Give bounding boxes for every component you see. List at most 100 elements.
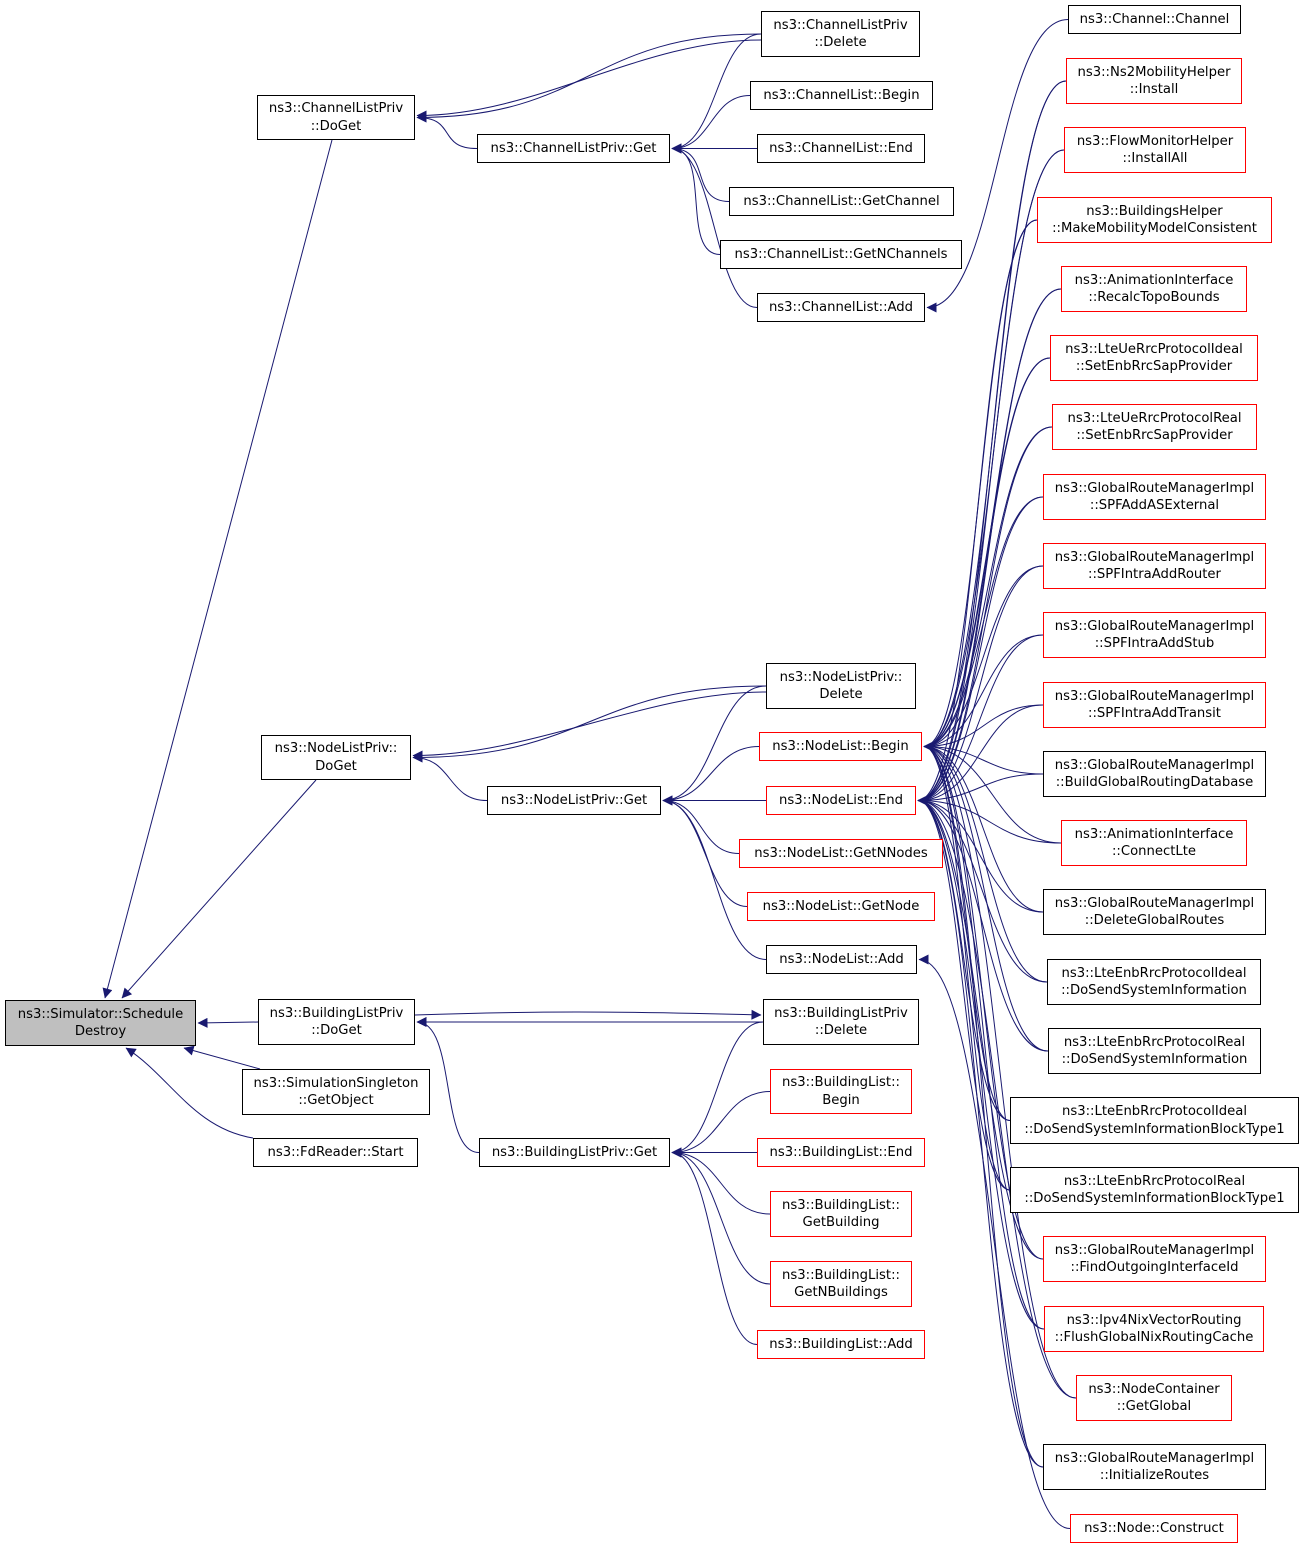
node-buildinglistpriv-get[interactable]: ns3::BuildingListPriv::Get bbox=[479, 1138, 670, 1167]
node-channellist-begin[interactable]: ns3::ChannelList::Begin bbox=[750, 81, 933, 110]
node-globalroutemanagerimpl-spfintraaddrouter[interactable]: ns3::GlobalRouteManagerImpl ::SPFIntraAd… bbox=[1043, 543, 1266, 589]
node-globalroutemanagerimpl-initializeroutes[interactable]: ns3::GlobalRouteManagerImpl ::Initialize… bbox=[1043, 1444, 1266, 1490]
call-edge bbox=[917, 795, 1011, 1191]
node-nodelist-getnode[interactable]: ns3::NodeList::GetNode bbox=[747, 892, 935, 921]
node-label-line: ns3::BuildingList::Add bbox=[769, 1336, 913, 1352]
node-simulationsingleton-getobject[interactable]: ns3::SimulationSingleton ::GetObject bbox=[242, 1069, 430, 1115]
node-label-line: ns3::ChannelListPriv bbox=[268, 101, 404, 116]
node-globalroutemanagerimpl-deleteglobalroutes[interactable]: ns3::GlobalRouteManagerImpl ::DeleteGlob… bbox=[1043, 889, 1266, 935]
node-label-line: ::SPFIntraAddTransit bbox=[1088, 706, 1221, 721]
call-edge bbox=[923, 741, 1045, 1330]
node-label-line: ::GetGlobal bbox=[1116, 1399, 1192, 1414]
call-edge bbox=[917, 565, 1044, 806]
node-label-line: ::FindOutgoingInterfaceId bbox=[1070, 1260, 1239, 1275]
node-nodelist-getnnodes[interactable]: ns3::NodeList::GetNNodes bbox=[739, 839, 943, 868]
call-edge bbox=[416, 112, 478, 149]
node-label-line: ::DoSendSystemInformationBlockType1 bbox=[1024, 1121, 1285, 1137]
node-ns2mobilityhelper-install[interactable]: ns3::Ns2MobilityHelper ::Install bbox=[1066, 58, 1242, 104]
node-label-line: ns3::LteUeRrcProtocolIdeal bbox=[1065, 341, 1243, 357]
call-edge bbox=[662, 746, 760, 806]
node-buildinglistpriv-delete[interactable]: ns3::BuildingListPriv ::Delete bbox=[763, 999, 919, 1045]
node-label-line: ns3::GlobalRouteManagerImpl bbox=[1054, 757, 1255, 773]
call-edge bbox=[917, 496, 1044, 806]
node-label-line: ::DoSendSystemInformation bbox=[1061, 1052, 1248, 1067]
node-globalroutemanagerimpl-spfintraaddstub[interactable]: ns3::GlobalRouteManagerImpl ::SPFIntraAd… bbox=[1043, 612, 1266, 658]
node-label-line: ns3::NodeList::GetNode bbox=[762, 898, 920, 914]
node-label-line: ns3::AnimationInterface bbox=[1074, 272, 1234, 288]
node-buildingshelper-makemobilitymodelconsistent[interactable]: ns3::BuildingsHelper ::MakeMobilityModel… bbox=[1037, 197, 1272, 243]
node-nodelist-end[interactable]: ns3::NodeList::End bbox=[766, 786, 916, 815]
node-label-line: ns3::ChannelList::GetNChannels bbox=[734, 246, 948, 262]
node-globalroutemanagerimpl-buildglobalroutingdatabase[interactable]: ns3::GlobalRouteManagerImpl ::BuildGloba… bbox=[1043, 751, 1266, 797]
node-label-line: ns3::BuildingList:: bbox=[782, 1197, 900, 1213]
node-nodelist-add[interactable]: ns3::NodeList::Add bbox=[766, 945, 917, 974]
call-edge bbox=[671, 1091, 771, 1158]
call-edge bbox=[923, 741, 1044, 775]
node-label-line: ::BuildGlobalRoutingDatabase bbox=[1055, 775, 1254, 790]
node-buildinglist-begin[interactable]: ns3::BuildingList:: Begin bbox=[770, 1069, 912, 1114]
node-lteuerrcprotocolreal-setenbrrcsapprovider[interactable]: ns3::LteUeRrcProtocolReal ::SetEnbRrcSap… bbox=[1052, 404, 1257, 450]
node-node-construct[interactable]: ns3::Node::Construct bbox=[1070, 1514, 1238, 1543]
node-label-line: ::ConnectLte bbox=[1111, 844, 1197, 859]
node-label-line: DoGet bbox=[315, 758, 357, 774]
node-buildinglist-getnbuildings[interactable]: ns3::BuildingList:: GetNBuildings bbox=[770, 1261, 912, 1307]
node-channellist-end[interactable]: ns3::ChannelList::End bbox=[757, 134, 925, 163]
call-edge bbox=[414, 1009, 762, 1020]
call-edge bbox=[917, 704, 1044, 806]
node-lteenbrrcprotocolreal-dosendsysteminformationblocktype1[interactable]: ns3::LteEnbRrcProtocolReal ::DoSendSyste… bbox=[1010, 1167, 1299, 1213]
call-edge bbox=[102, 139, 333, 999]
node-fdreader-start[interactable]: ns3::FdReader::Start bbox=[253, 1138, 418, 1167]
node-channel-channel[interactable]: ns3::Channel::Channel bbox=[1068, 5, 1241, 34]
call-edge bbox=[125, 1047, 254, 1139]
node-nodelistpriv-doget[interactable]: ns3::NodeListPriv:: DoGet bbox=[261, 735, 411, 780]
call-edge bbox=[923, 634, 1044, 752]
node-buildinglist-add[interactable]: ns3::BuildingList::Add bbox=[757, 1330, 925, 1359]
call-edge bbox=[671, 1147, 771, 1215]
call-edge bbox=[923, 741, 1044, 1468]
node-label-line: ns3::NodeList::Begin bbox=[772, 738, 909, 754]
node-channellistpriv-get[interactable]: ns3::ChannelListPriv::Get bbox=[477, 134, 670, 163]
node-nodecontainer-getglobal[interactable]: ns3::NodeContainer ::GetGlobal bbox=[1076, 1375, 1232, 1421]
node-lteenbrrcprotocolreal-dosendsysteminformation[interactable]: ns3::LteEnbRrcProtocolReal ::DoSendSyste… bbox=[1048, 1028, 1261, 1074]
node-globalroutemanagerimpl-spfaddasexternal[interactable]: ns3::GlobalRouteManagerImpl ::SPFAddASEx… bbox=[1043, 474, 1266, 520]
node-lteenbrrcprotocolideal-dosendsysteminformationblocktype1[interactable]: ns3::LteEnbRrcProtocolIdeal ::DoSendSyst… bbox=[1010, 1097, 1299, 1144]
node-channellistpriv-doget[interactable]: ns3::ChannelListPriv ::DoGet bbox=[257, 95, 415, 140]
node-label-line: ns3::NodeList::End bbox=[779, 792, 903, 808]
node-channellist-getnchannels[interactable]: ns3::ChannelList::GetNChannels bbox=[720, 240, 962, 269]
node-buildinglistpriv-doget[interactable]: ns3::BuildingListPriv ::DoGet bbox=[258, 999, 415, 1045]
node-ipv4nixvectorrouting-flushglobalnixroutingcache[interactable]: ns3::Ipv4NixVectorRouting ::FlushGlobalN… bbox=[1044, 1306, 1264, 1352]
call-edge bbox=[412, 685, 767, 763]
node-label-line: ::SetEnbRrcSapProvider bbox=[1075, 359, 1233, 374]
node-channellistpriv-delete[interactable]: ns3::ChannelListPriv ::Delete bbox=[761, 11, 920, 57]
node-animationinterface-connectlte[interactable]: ns3::AnimationInterface ::ConnectLte bbox=[1061, 820, 1247, 866]
node-globalroutemanagerimpl-findoutgoinginterfaceid[interactable]: ns3::GlobalRouteManagerImpl ::FindOutgoi… bbox=[1043, 1236, 1266, 1282]
node-buildinglist-end[interactable]: ns3::BuildingList::End bbox=[757, 1138, 925, 1167]
call-edge bbox=[416, 1017, 480, 1153]
node-buildinglist-getbuilding[interactable]: ns3::BuildingList:: GetBuilding bbox=[770, 1191, 912, 1237]
node-label-line: ns3::LteEnbRrcProtocolIdeal bbox=[1061, 1104, 1247, 1119]
call-edge bbox=[412, 752, 488, 801]
call-edge bbox=[917, 795, 1011, 1121]
node-nodelistpriv-get[interactable]: ns3::NodeListPriv::Get bbox=[487, 786, 661, 815]
node-label-line: ns3::LteEnbRrcProtocolReal bbox=[1063, 1173, 1246, 1189]
node-label-line: ns3::Simulator::Schedule bbox=[17, 1006, 184, 1022]
node-animationinterface-recalctopobounds[interactable]: ns3::AnimationInterface ::RecalcTopoBoun… bbox=[1061, 266, 1247, 312]
node-channellist-add[interactable]: ns3::ChannelList::Add bbox=[757, 293, 925, 322]
node-nodelistpriv-delete[interactable]: ns3::NodeListPriv:: Delete bbox=[766, 663, 916, 709]
node-globalroutemanagerimpl-spfintraaddtransit[interactable]: ns3::GlobalRouteManagerImpl ::SPFIntraAd… bbox=[1043, 682, 1266, 728]
node-lteenbrrcprotocolideal-dosendsysteminformation[interactable]: ns3::LteEnbRrcProtocolIdeal ::DoSendSyst… bbox=[1047, 959, 1261, 1005]
node-label-line: ::DoGet bbox=[311, 1023, 362, 1038]
node-label-line: Begin bbox=[822, 1092, 860, 1108]
node-label-line: ns3::ChannelList::Add bbox=[768, 299, 914, 315]
node-lteuerrcprotocolideal-setenbrrcsapprovider[interactable]: ns3::LteUeRrcProtocolIdeal ::SetEnbRrcSa… bbox=[1050, 335, 1258, 381]
call-edge bbox=[923, 565, 1044, 752]
node-nodelist-begin[interactable]: ns3::NodeList::Begin bbox=[759, 732, 922, 761]
node-label-line: ns3::GlobalRouteManagerImpl bbox=[1054, 618, 1255, 634]
node-flowmonitorhelper-installall[interactable]: ns3::FlowMonitorHelper ::InstallAll bbox=[1064, 127, 1246, 173]
node-label-line: ns3::Channel::Channel bbox=[1079, 11, 1230, 27]
call-edge bbox=[917, 795, 1077, 1399]
call-edge bbox=[917, 634, 1044, 806]
node-simulator-schedule-destroy: ns3::Simulator::Schedule Destroy bbox=[5, 1000, 196, 1046]
node-channellist-getchannel[interactable]: ns3::ChannelList::GetChannel bbox=[729, 187, 954, 216]
